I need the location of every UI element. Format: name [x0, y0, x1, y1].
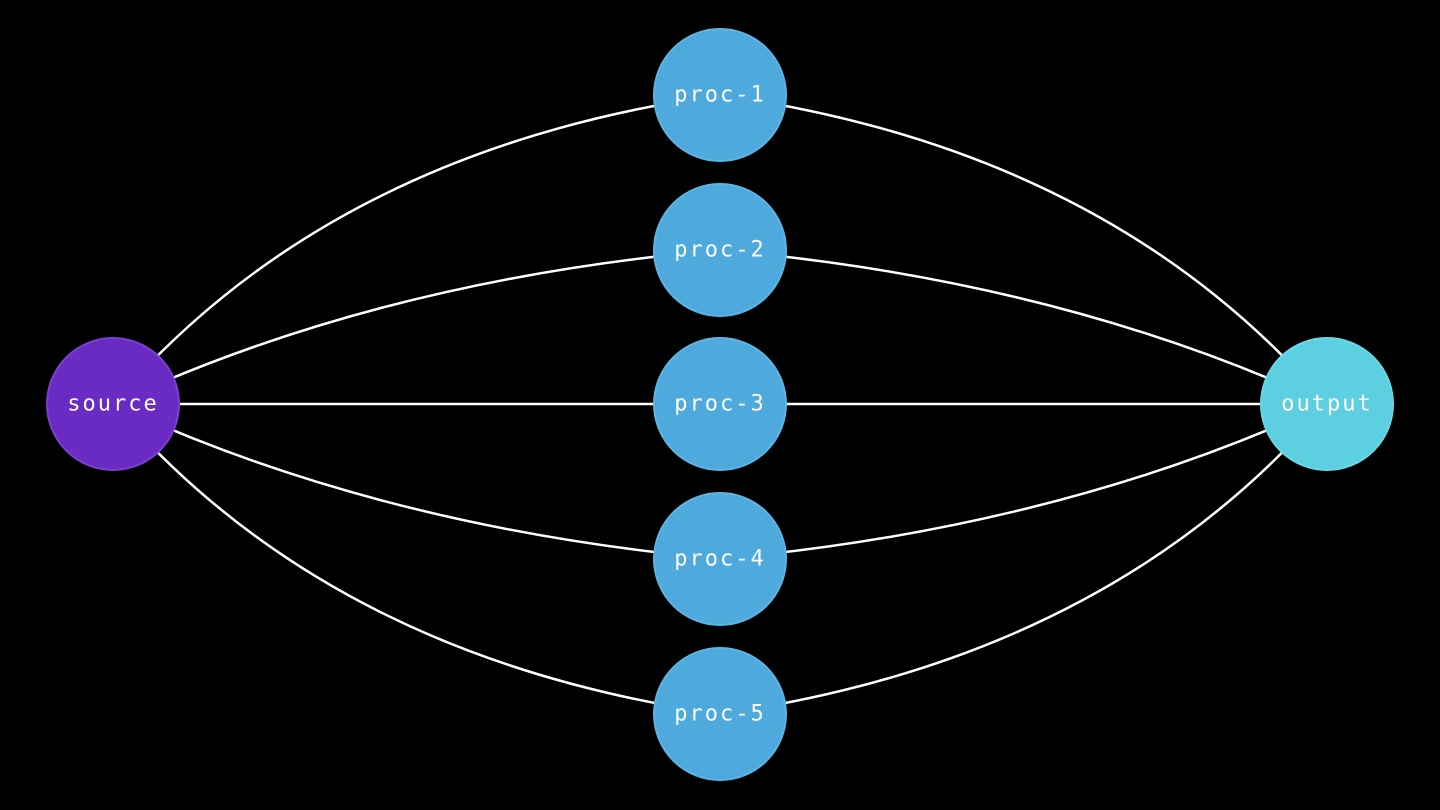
node-label-proc-2: proc-2: [674, 238, 765, 263]
edge-proc-1-to-output: [719, 93, 1328, 405]
edge-proc-5-to-output: [719, 403, 1328, 716]
node-circle-proc-4: [653, 492, 787, 626]
node-label-proc-3: proc-3: [674, 392, 765, 417]
node-label-proc-5: proc-5: [674, 702, 765, 727]
node-circle-source: [46, 337, 180, 471]
edge-source-to-proc-1: [112, 93, 721, 405]
node-proc-5[interactable]: proc-5: [653, 647, 787, 781]
edge-source-to-proc-4: [112, 402, 721, 561]
node-label-source: source: [67, 392, 158, 417]
node-label-proc-4: proc-4: [674, 547, 765, 572]
node-label-proc-1: proc-1: [674, 83, 765, 108]
node-source[interactable]: source: [46, 337, 180, 471]
edge-source-to-proc-2: [112, 248, 721, 406]
node-proc-1[interactable]: proc-1: [653, 28, 787, 162]
edge-proc-4-to-output: [719, 402, 1328, 561]
node-circle-proc-2: [653, 183, 787, 317]
node-circle-proc-1: [653, 28, 787, 162]
edge-proc-2-to-output: [719, 248, 1328, 406]
node-circle-output: [1260, 337, 1394, 471]
edge-source-to-proc-5: [112, 403, 721, 716]
node-label-output: output: [1281, 392, 1372, 417]
node-output[interactable]: output: [1260, 337, 1394, 471]
nodes-layer: source proc-1 proc-2 proc-3 proc-4 proc-5 outp…: [46, 28, 1394, 781]
node-proc-3[interactable]: proc-3: [653, 337, 787, 471]
node-circle-proc-5: [653, 647, 787, 781]
node-circle-proc-3: [653, 337, 787, 471]
node-proc-4[interactable]: proc-4: [653, 492, 787, 626]
node-proc-2[interactable]: proc-2: [653, 183, 787, 317]
edges-layer: [112, 93, 1328, 716]
